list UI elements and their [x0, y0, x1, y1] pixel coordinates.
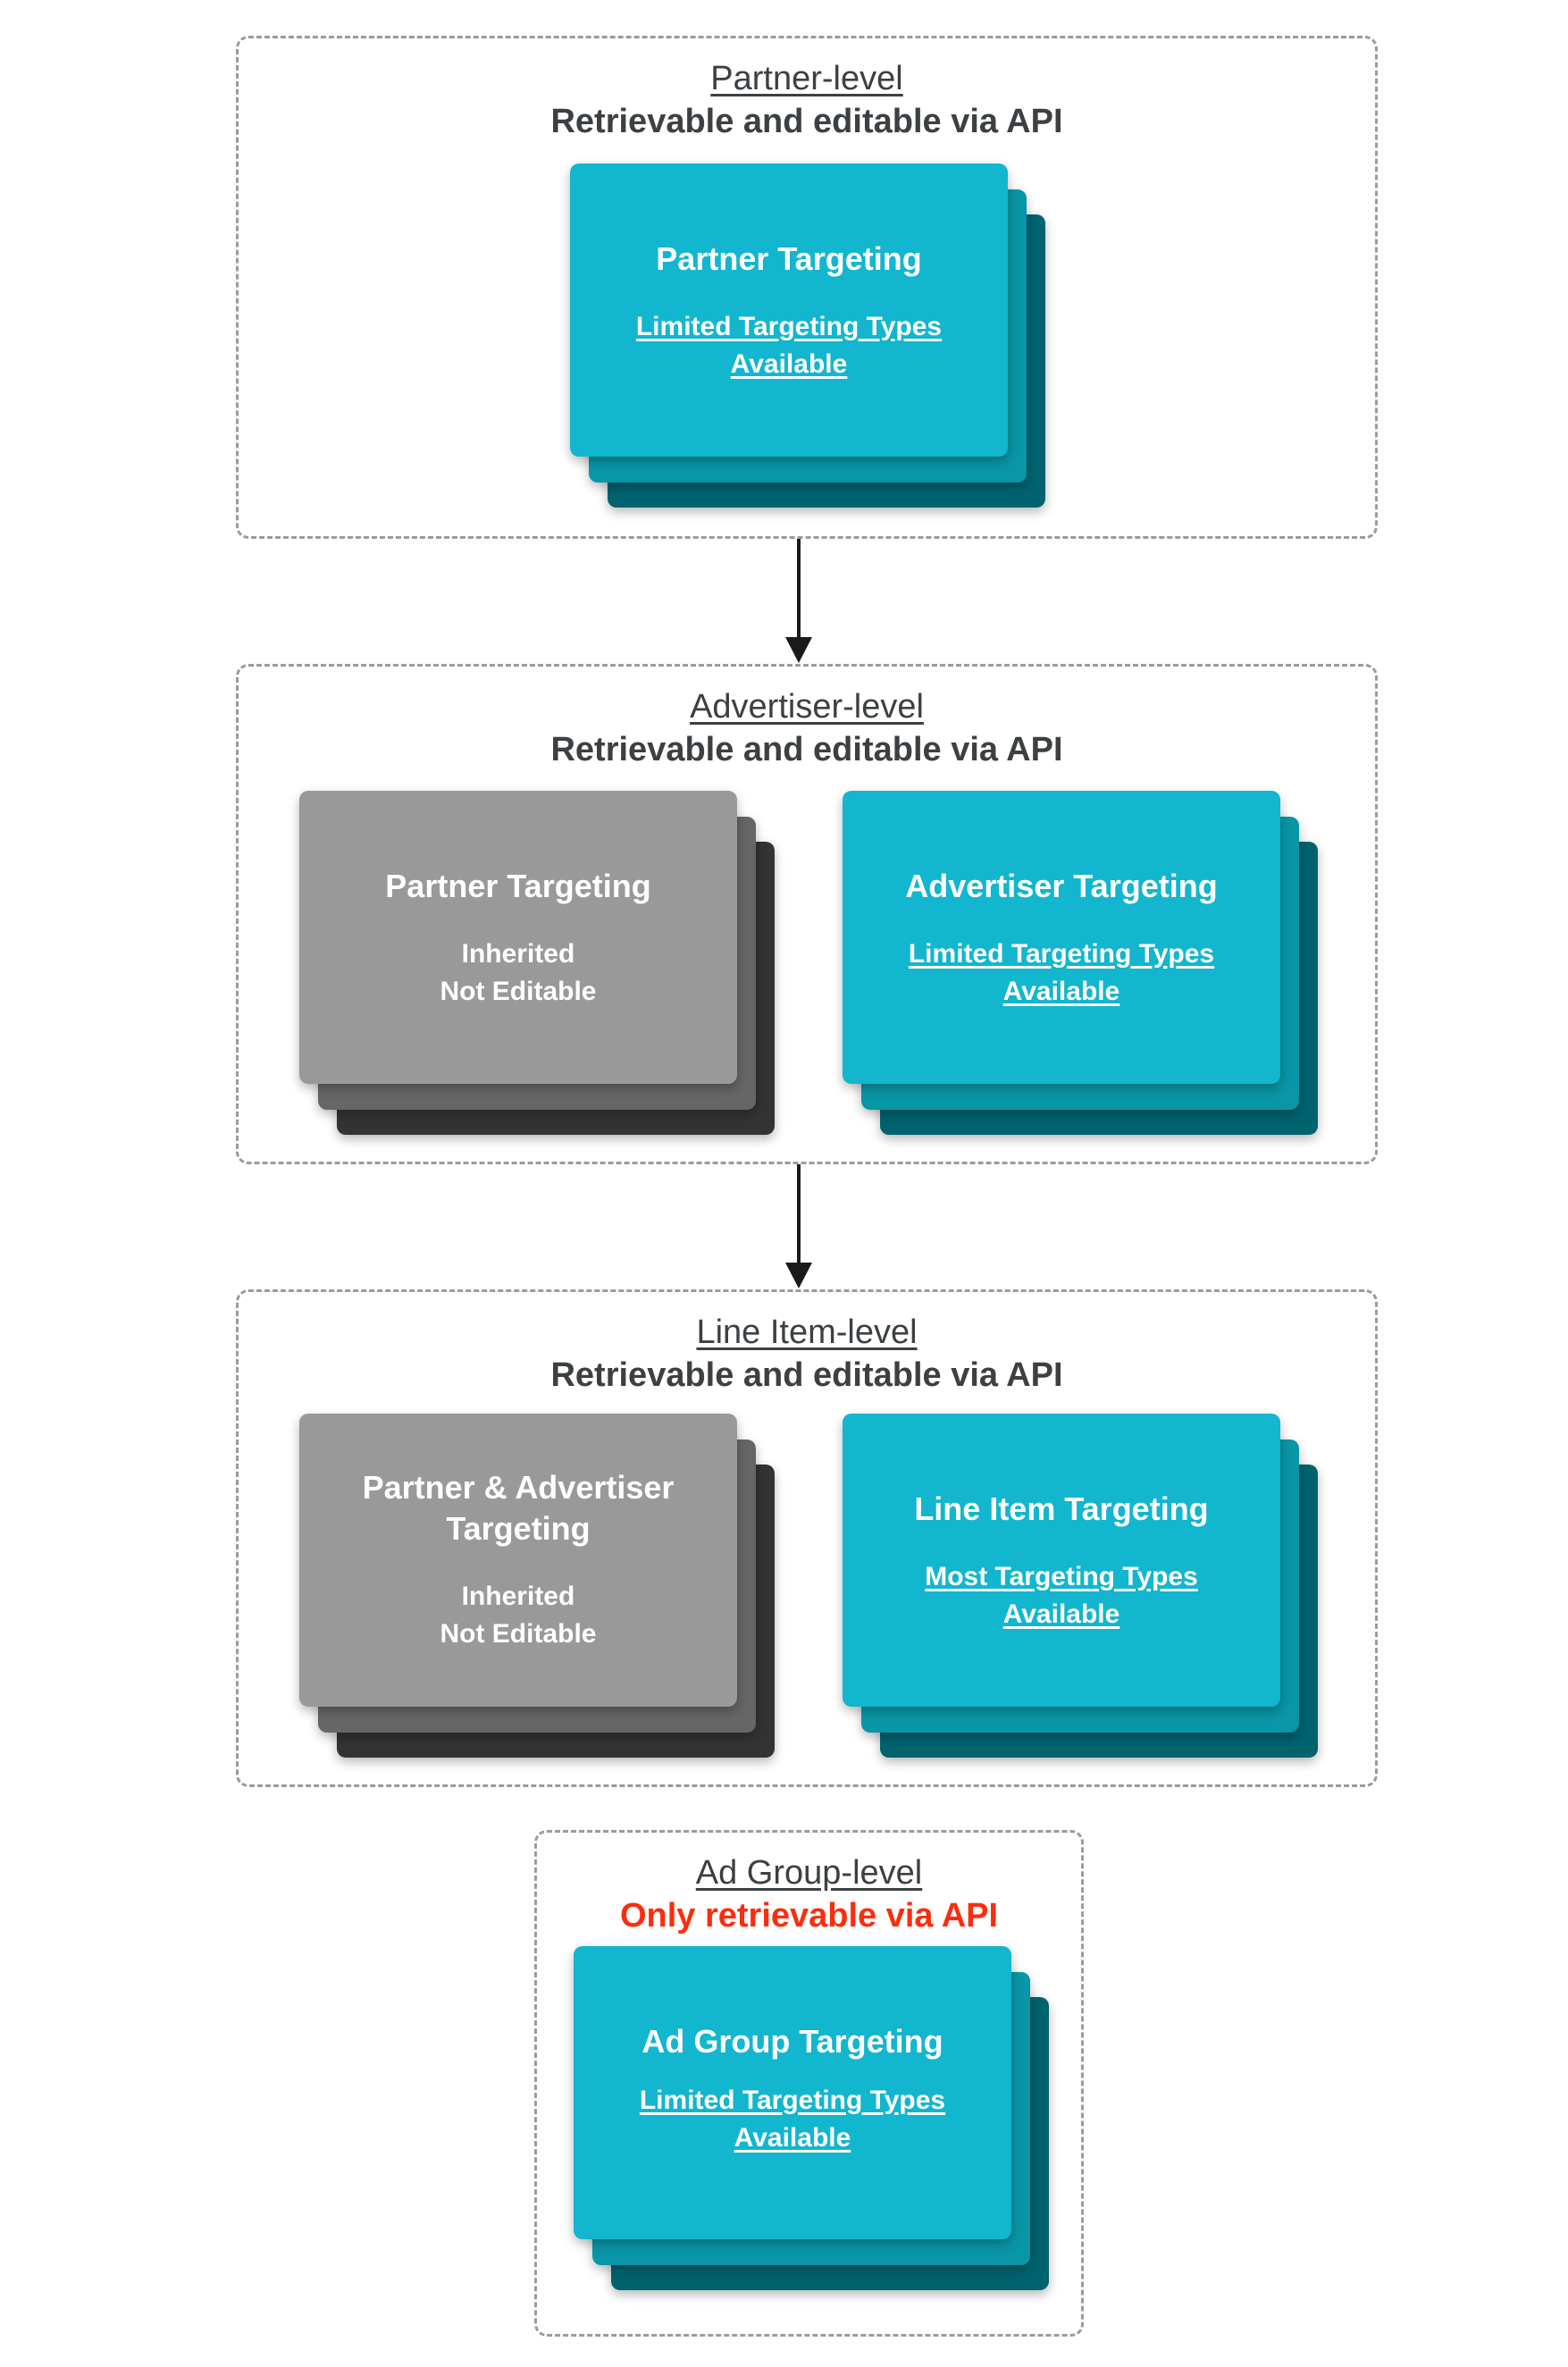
card-lines: Inherited Not Editable: [440, 1578, 596, 1653]
section-line-item-level: Line Item-level Retrievable and editable…: [236, 1289, 1378, 1787]
card-stack-partner-targeting-inherited: Partner Targeting Inherited Not Editable: [299, 791, 775, 1135]
card-content: Line Item Targeting Most Targeting Types…: [843, 1414, 1280, 1707]
card-content: Partner Targeting Inherited Not Editable: [299, 791, 737, 1084]
card-partner-advertiser-targeting: Partner & Advertiser Targeting Inherited…: [299, 1414, 737, 1707]
card-line: Most Targeting Types: [925, 1562, 1198, 1591]
card-lines: Limited Targeting Types Available: [909, 936, 1214, 1011]
arrow-shaft: [797, 539, 801, 639]
card-stack-advertiser-targeting: Advertiser Targeting Limited Targeting T…: [843, 791, 1318, 1135]
card-stack-line-item-targeting: Line Item Targeting Most Targeting Types…: [843, 1414, 1318, 1758]
section-advertiser-level: Advertiser-level Retrievable and editabl…: [236, 664, 1378, 1164]
section-title: Partner-level: [710, 60, 903, 97]
section-title: Line Item-level: [696, 1314, 918, 1351]
card-lines: Most Targeting Types Available: [925, 1558, 1198, 1633]
card-title: Partner & Advertiser Targeting: [362, 1469, 675, 1547]
section-ad-group-level: Ad Group-level Only retrievable via API …: [534, 1830, 1084, 2337]
section-subtitle: Only retrievable via API: [619, 1897, 999, 1935]
card-line-item-targeting: Line Item Targeting Most Targeting Types…: [843, 1414, 1280, 1707]
card-ad-group-targeting: Ad Group Targeting Limited Targeting Typ…: [574, 1946, 1011, 2239]
card-line: Limited Targeting Types: [635, 312, 943, 341]
card-line: Not Editable: [440, 977, 597, 1006]
card-lines: Inherited Not Editable: [440, 936, 596, 1011]
card-stack-partner-targeting: Partner Targeting Limited Targeting Type…: [570, 164, 1045, 508]
arrow-head: [785, 1263, 812, 1288]
card-title: Partner Targeting: [656, 240, 922, 277]
card-title: Line Item Targeting: [914, 1490, 1209, 1527]
card-content: Advertiser Targeting Limited Targeting T…: [843, 791, 1280, 1084]
arrow-shaft: [797, 1164, 801, 1264]
card-lines: Limited Targeting Types Available: [636, 308, 942, 383]
card-title: Advertiser Targeting: [905, 868, 1218, 904]
section-subtitle: Retrievable and editable via API: [550, 731, 1063, 768]
card-line: Inherited: [461, 939, 575, 969]
card-line: Available: [1002, 977, 1120, 1006]
card-advertiser-targeting: Advertiser Targeting Limited Targeting T…: [843, 791, 1280, 1084]
section-title: Advertiser-level: [690, 688, 924, 726]
section-title: Ad Group-level: [695, 1854, 923, 1892]
section-partner-level: Partner-level Retrievable and editable v…: [236, 36, 1378, 539]
section-subtitle: Retrievable and editable via API: [550, 103, 1063, 140]
card-content: Ad Group Targeting Limited Targeting Typ…: [574, 1946, 1011, 2239]
card-stack-ad-group-targeting: Ad Group Targeting Limited Targeting Typ…: [574, 1946, 1049, 2290]
card-stack-partner-advertiser-targeting: Partner & Advertiser Targeting Inherited…: [299, 1414, 775, 1758]
card-title: Ad Group Targeting: [641, 2023, 943, 2060]
card-line: Available: [734, 2123, 851, 2153]
card-line: Limited Targeting Types: [639, 2086, 946, 2115]
card-lines: Limited Targeting Types Available: [640, 2082, 945, 2157]
card-line: Limited Targeting Types: [908, 939, 1215, 969]
card-content: Partner Targeting Limited Targeting Type…: [570, 164, 1008, 457]
section-subtitle: Retrievable and editable via API: [550, 1356, 1063, 1394]
card-line: Inherited: [461, 1582, 575, 1611]
arrow-head: [785, 637, 812, 663]
card-line: Available: [1002, 1599, 1120, 1629]
card-line: Not Editable: [440, 1619, 597, 1649]
card-content: Partner & Advertiser Targeting Inherited…: [299, 1414, 737, 1707]
card-partner-targeting: Partner Targeting Limited Targeting Type…: [570, 164, 1008, 457]
card-title: Partner Targeting: [385, 868, 651, 904]
card-line: Available: [730, 349, 848, 379]
card-partner-targeting-inherited: Partner Targeting Inherited Not Editable: [299, 791, 737, 1084]
